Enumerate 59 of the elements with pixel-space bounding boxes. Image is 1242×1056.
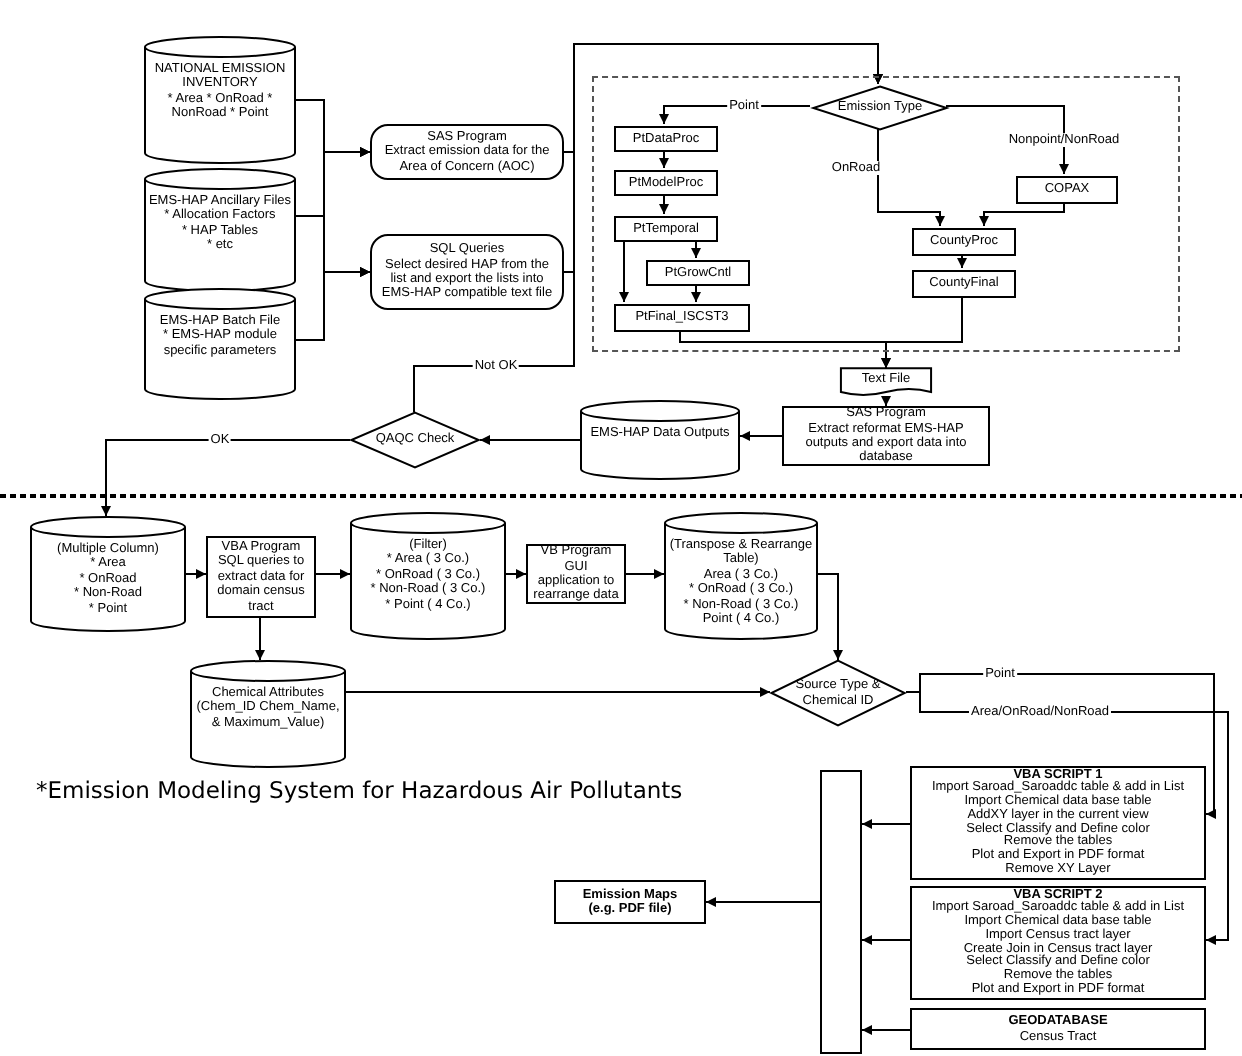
process-box	[526, 544, 626, 604]
vertical-bar	[820, 770, 862, 1054]
arrow	[255, 617, 265, 661]
arrow	[505, 569, 527, 579]
process-box	[554, 880, 706, 924]
arrow	[619, 239, 629, 303]
process-box	[206, 536, 316, 618]
dashed-group-box	[592, 76, 1180, 352]
arrow	[705, 897, 821, 907]
arrow	[413, 43, 883, 413]
database-cylinder	[30, 516, 186, 632]
arrow	[691, 283, 701, 303]
process-box	[912, 228, 1016, 256]
process-box	[614, 170, 718, 196]
arrow	[861, 819, 911, 829]
footnote: *Emission Modeling System for Hazardous Air Pollutants	[36, 776, 683, 804]
process-box	[646, 260, 750, 286]
arrow	[345, 687, 771, 697]
process-box	[370, 124, 564, 180]
arrow	[881, 295, 963, 369]
arrow	[659, 193, 669, 215]
arrow	[979, 201, 1065, 227]
process-box	[1016, 176, 1118, 204]
database-cylinder	[350, 512, 506, 640]
process-box	[370, 234, 564, 310]
arrow	[877, 127, 945, 227]
process-box	[910, 886, 1206, 1000]
arrow	[691, 239, 701, 259]
database-cylinder	[580, 400, 740, 480]
database-cylinder	[664, 512, 818, 640]
arrow	[861, 1025, 911, 1035]
arrow	[739, 431, 783, 441]
document-shape	[840, 368, 932, 398]
process-box	[782, 406, 990, 466]
arrow	[881, 396, 891, 407]
process-box	[614, 216, 718, 242]
decision-diamond	[770, 660, 906, 726]
arrow	[625, 569, 665, 579]
arrow	[315, 569, 351, 579]
decision-diamond	[350, 412, 480, 468]
arrow	[817, 573, 843, 661]
process-box	[614, 304, 750, 332]
decision-diamond	[812, 86, 948, 130]
arrow	[479, 435, 581, 445]
database-cylinder	[190, 660, 346, 768]
process-box	[912, 270, 1016, 298]
process-box	[614, 126, 718, 152]
arrow	[861, 935, 911, 945]
database-cylinder	[144, 288, 296, 400]
database-cylinder	[144, 168, 296, 292]
database-cylinder	[144, 36, 296, 164]
process-box	[910, 1008, 1206, 1050]
arrow	[957, 253, 967, 269]
arrow	[185, 569, 207, 579]
arrow	[659, 149, 669, 169]
arrow	[945, 105, 1069, 175]
arrow	[295, 267, 371, 341]
process-box	[910, 766, 1206, 880]
arrow	[101, 439, 351, 517]
